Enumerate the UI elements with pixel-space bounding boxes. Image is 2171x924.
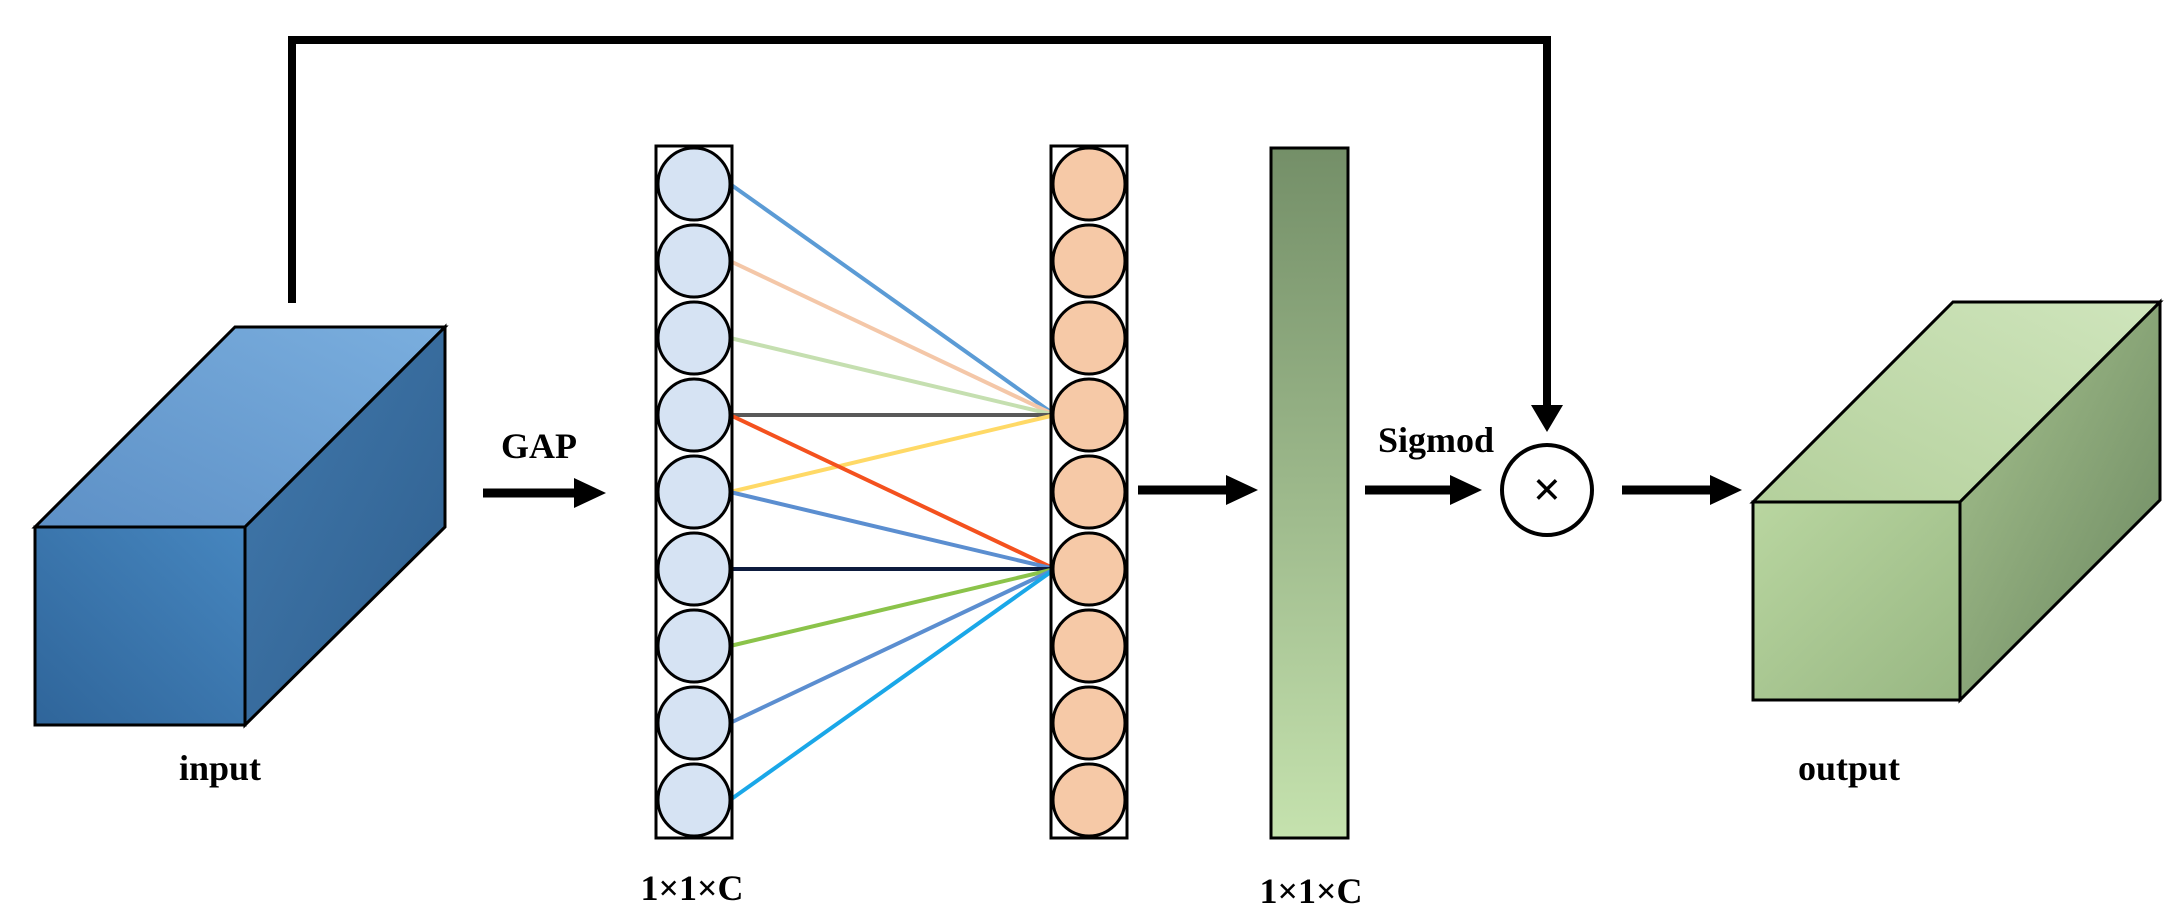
fc-node-9 <box>1051 762 1127 838</box>
attention-weights-bar <box>1269 146 1350 840</box>
gap-node-8 <box>656 685 732 761</box>
fc-node-3 <box>1051 300 1127 376</box>
gap-node-7 <box>656 608 732 684</box>
connection-line-2 <box>729 259 1056 417</box>
fc-to-bar-arrow <box>1138 475 1258 505</box>
connection-line-10 <box>729 567 1056 725</box>
gap-arrow <box>483 478 606 508</box>
output-cuboid-front <box>1751 500 1962 702</box>
multiply-to-output-arrow <box>1622 475 1742 505</box>
fc-node-4 <box>1051 377 1127 453</box>
fc-node-6 <box>1051 531 1127 607</box>
connection-line-11 <box>728 567 1057 802</box>
connection-line-3 <box>729 336 1056 417</box>
connection-line-9 <box>729 567 1056 648</box>
gap-node-9 <box>656 762 732 838</box>
gap-node-3 <box>656 300 732 376</box>
multiply-node <box>1500 443 1594 537</box>
gap-node-6 <box>656 531 732 607</box>
fc-node-5 <box>1051 454 1127 530</box>
gap-node-1 <box>656 146 732 222</box>
connection-line-7 <box>729 490 1056 571</box>
connection-line-6 <box>729 413 1056 571</box>
fc-node-1 <box>1051 146 1127 222</box>
input-cuboid <box>31 323 449 729</box>
gap-node-5 <box>656 454 732 530</box>
sigmoid-label: Sigmod <box>1378 420 1494 460</box>
fc-node-8 <box>1051 685 1127 761</box>
fc-node-7 <box>1051 608 1127 684</box>
gap-label: GAP <box>501 426 577 466</box>
fc-node-2 <box>1051 223 1127 299</box>
fc-connections <box>728 182 1057 802</box>
multiply-icon: × <box>1533 461 1562 517</box>
input-label: input <box>179 748 261 788</box>
gap-node-2 <box>656 223 732 299</box>
output-label: output <box>1798 748 1900 788</box>
fc-vector <box>1049 144 1129 840</box>
sigmoid-arrow <box>1365 475 1482 505</box>
gap-dim-label: 1×1×C <box>640 868 743 908</box>
input-cuboid-front <box>33 525 247 727</box>
gap-vector <box>654 144 734 840</box>
skip-connection <box>288 36 1563 432</box>
bar-dim-label: 1×1×C <box>1259 871 1362 911</box>
connection-line-1 <box>728 182 1057 417</box>
skip-arrowhead <box>1531 405 1563 432</box>
connection-line-5 <box>729 413 1056 494</box>
output-cuboid <box>1749 298 2164 704</box>
gap-node-4 <box>656 377 732 453</box>
